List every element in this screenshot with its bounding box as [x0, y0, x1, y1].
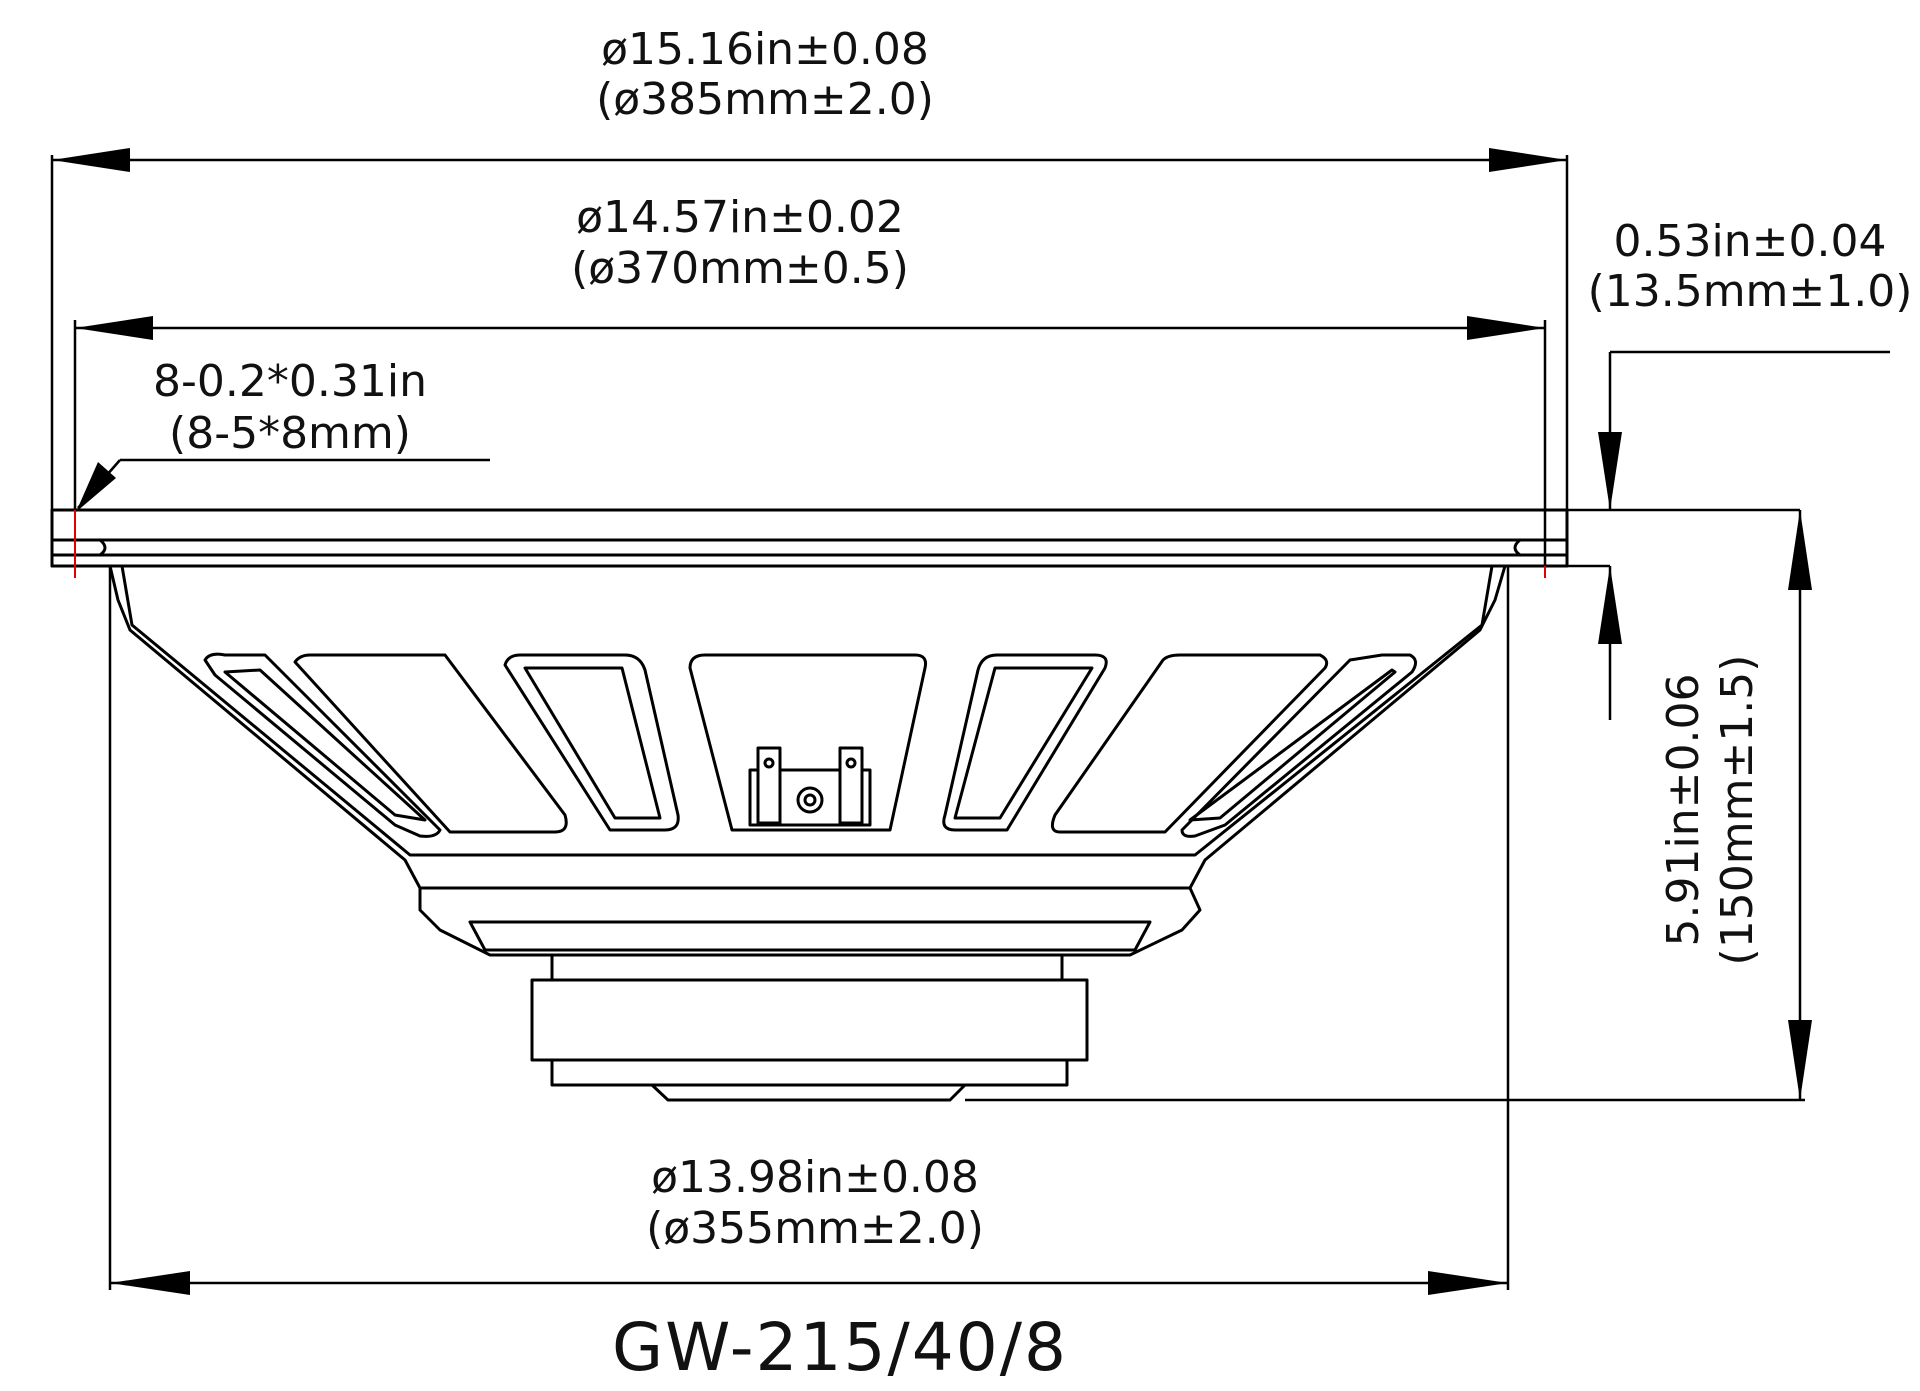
- mounting-diameter-in-label: ø14.57in±0.02: [576, 192, 904, 243]
- terminal-block: [748, 746, 872, 827]
- mounting-diameter-mm-label: (ø370mm±0.5): [571, 243, 909, 294]
- leader-mounting-holes: [76, 459, 121, 512]
- mounting-depth-in-label: 5.91in±0.06: [1658, 674, 1709, 947]
- flange-thickness-mm-label: (13.5mm±1.0): [1588, 266, 1913, 317]
- dimension-mounting-depth: [1788, 510, 1812, 1100]
- flange-thickness-in-label: 0.53in±0.04: [1614, 216, 1887, 267]
- mounting-holes-in-label: 8-0.2*0.31in: [153, 356, 427, 407]
- mounting-holes-mm-label: (8-5*8mm): [169, 408, 411, 459]
- extension-lines: [50, 155, 1890, 1290]
- basket-diameter-in-label: ø13.98in±0.08: [651, 1152, 979, 1203]
- dimension-mounting-diameter: [75, 316, 1545, 340]
- overall-diameter-mm-label: (ø385mm±2.0): [596, 74, 934, 125]
- overall-diameter-in-label: ø15.16in±0.08: [601, 24, 929, 75]
- dimension-basket-diameter: [110, 1271, 1508, 1295]
- dimension-overall-diameter: [52, 148, 1567, 172]
- mounting-depth-mm-label: (150mm±1.5): [1712, 655, 1763, 966]
- speaker-side-profile: [50, 500, 1569, 1102]
- model-number: GW-215/40/8: [612, 1309, 1068, 1386]
- basket-diameter-mm-label: (ø355mm±2.0): [646, 1203, 984, 1254]
- magnet-top-plate: [550, 953, 1064, 982]
- magnet: [530, 978, 1089, 1062]
- frame-flange: [50, 508, 1569, 568]
- dimension-flange-thickness: [1598, 352, 1622, 720]
- back-plate: [650, 1083, 967, 1102]
